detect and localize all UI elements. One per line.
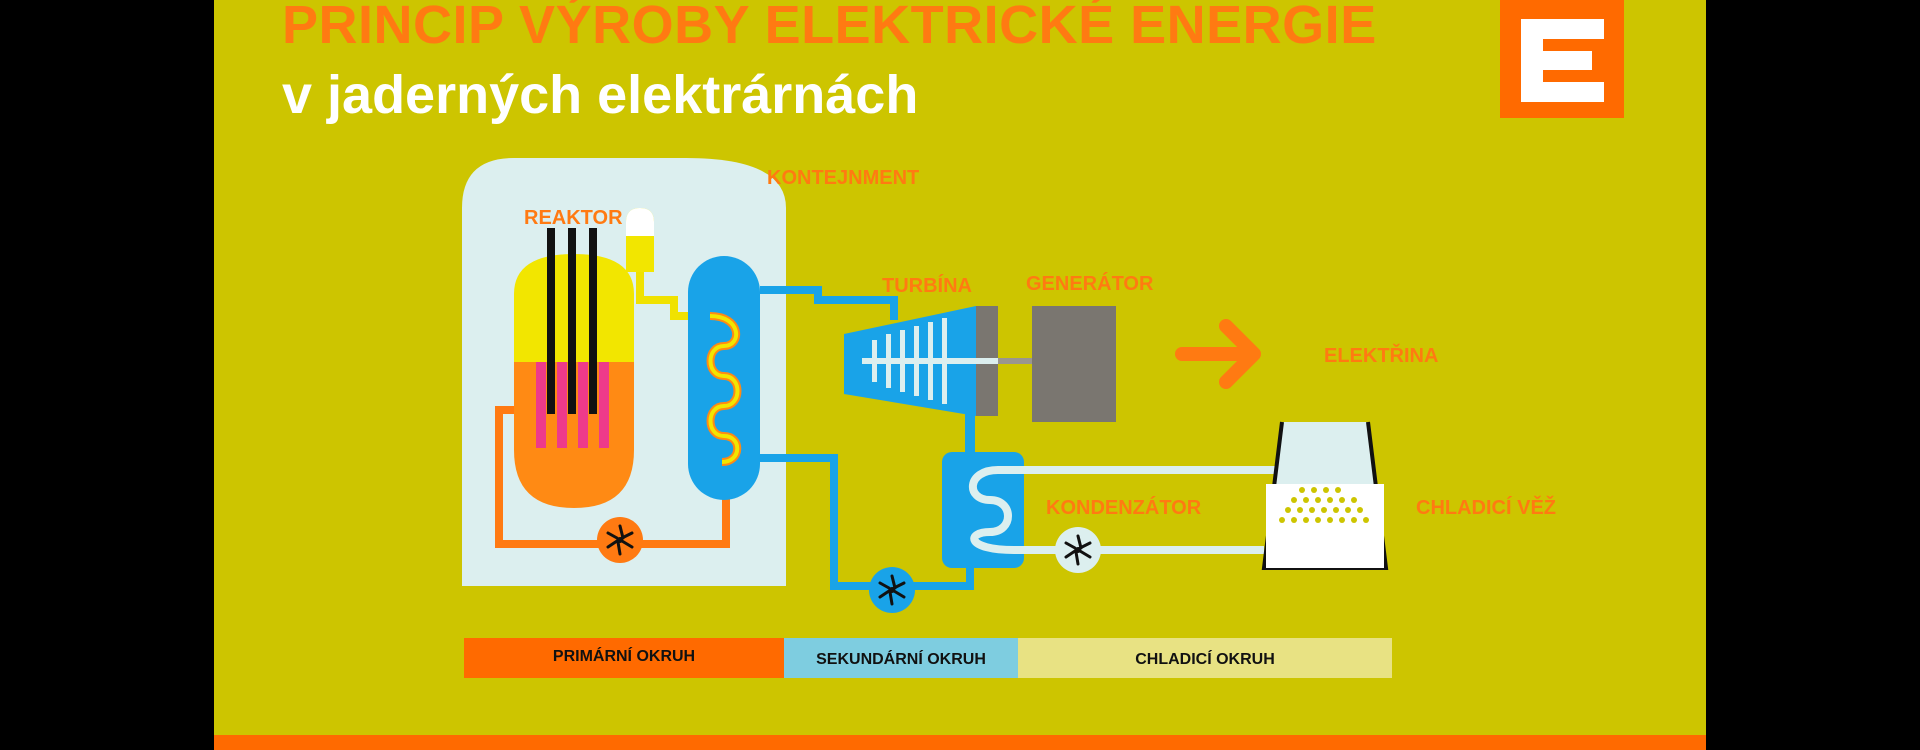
secondary-return-pipe — [760, 454, 974, 590]
cooling-pump-icon — [1055, 527, 1101, 573]
secondary-pump-icon — [869, 567, 915, 613]
electricity-arrow — [1175, 319, 1261, 389]
secondary-steam-pipe — [760, 286, 898, 320]
label-kontejnment: KONTEJNMENT — [767, 167, 919, 189]
generator — [1032, 306, 1116, 422]
generator-shaft — [998, 358, 1032, 364]
legend: PRIMÁRNÍ OKRUH SEKUNDÁRNÍ OKRUH CHLADICÍ… — [464, 638, 1392, 678]
label-turbina: TURBÍNA — [882, 274, 972, 297]
slide-title: PRINCIP VÝROBY ELEKTRICKÉ ENERGIE — [282, 0, 1377, 55]
cooling-tower — [1261, 421, 1389, 570]
legend-label-primary: PRIMÁRNÍ OKRUH — [553, 646, 695, 665]
primary-pump-icon — [597, 517, 643, 563]
legend-swatch-secondary — [784, 638, 1018, 678]
reactor-vessel — [514, 228, 634, 508]
turbine — [844, 306, 1016, 416]
label-elektrina: ELEKTŘINA — [1324, 343, 1438, 367]
footer-bar — [214, 735, 1706, 750]
label-kondenzator: KONDENZÁTOR — [1046, 496, 1202, 519]
slide: PRINCIP VÝROBY ELEKTRICKÉ ENERGIE v jade… — [214, 0, 1706, 750]
cez-logo-icon — [1500, 0, 1624, 118]
pressurizer-link — [636, 252, 710, 320]
slide-subtitle: v jaderných elektrárnách — [282, 65, 919, 125]
pressurizer — [626, 208, 654, 272]
condenser — [942, 452, 1364, 568]
steam-generator — [688, 256, 760, 500]
legend-swatch-primary — [464, 638, 784, 678]
label-reaktor: REAKTOR — [524, 207, 623, 229]
nuclear-plant-diagram: KONTEJNMENT REAKTOR TURBÍNA GENERÁTOR EL… — [462, 158, 1556, 678]
legend-label-secondary: SEKUNDÁRNÍ OKRUH — [816, 649, 986, 668]
label-generator: GENERÁTOR — [1026, 272, 1154, 295]
legend-swatch-cooling — [1018, 638, 1392, 678]
label-chladici-vez: CHLADICÍ VĚŽ — [1416, 495, 1556, 519]
legend-label-cooling: CHLADICÍ OKRUH — [1135, 649, 1275, 668]
